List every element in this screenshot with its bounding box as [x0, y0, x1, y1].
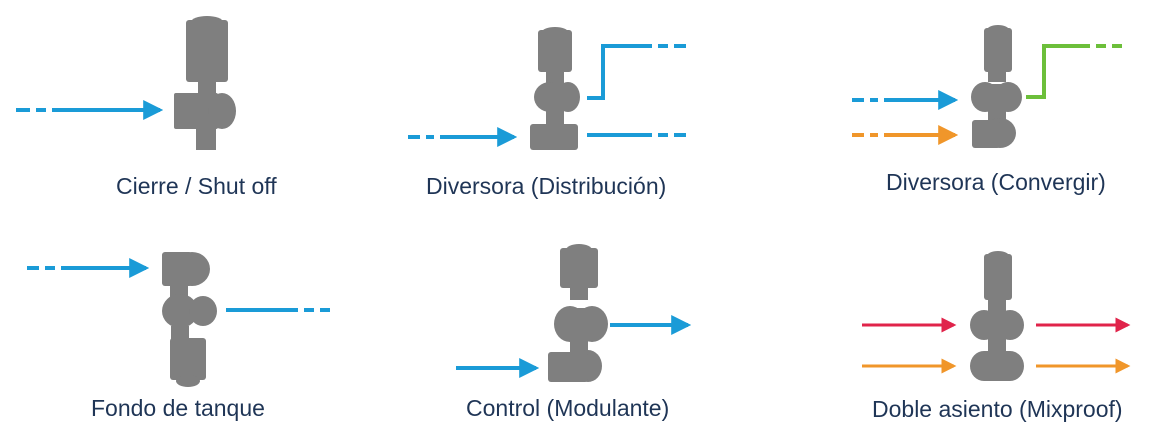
valve-actuator — [560, 244, 598, 288]
flow-line-outlet-upper — [587, 44, 686, 100]
valve-upper-body — [971, 82, 1022, 112]
valve-actuator — [538, 27, 572, 72]
valve-lower-body — [548, 350, 602, 382]
valve-actuator — [984, 251, 1012, 300]
valve-actuator — [186, 16, 228, 82]
valve-body — [174, 93, 236, 150]
valve-double-seat-mixproof — [970, 251, 1024, 381]
valve-lower-body — [530, 124, 578, 150]
valve-control-modulating — [548, 244, 608, 382]
valve-upper-body — [534, 82, 580, 112]
valve-lower-body — [970, 351, 1024, 381]
caption-double-seat-mixproof: Doble asiento (Mixproof) — [872, 396, 1123, 422]
flow-line-outlet-green — [1026, 44, 1122, 99]
valve-tank-bottom — [162, 252, 217, 387]
valve-shut-off — [174, 16, 236, 150]
valve-diverter-distribution — [530, 27, 580, 150]
caption-diverter-converge: Diversora (Convergir) — [886, 169, 1106, 195]
valve-actuator — [170, 338, 206, 387]
caption-tank-bottom: Fondo de tanque — [91, 395, 265, 421]
valve-middle-body — [162, 294, 217, 328]
caption-shut-off: Cierre / Shut off — [116, 173, 277, 199]
valve-diverter-converge — [971, 25, 1022, 148]
valve-stem — [198, 80, 216, 94]
caption-diverter-distribution: Diversora (Distribución) — [426, 173, 667, 199]
caption-control-modulating: Control (Modulante) — [466, 395, 670, 421]
valve-top-body — [162, 252, 210, 286]
valve-upper-body — [554, 306, 608, 342]
valve-upper-body — [970, 310, 1024, 340]
valve-actuator — [984, 25, 1012, 72]
valve-lower-body — [972, 118, 1016, 148]
